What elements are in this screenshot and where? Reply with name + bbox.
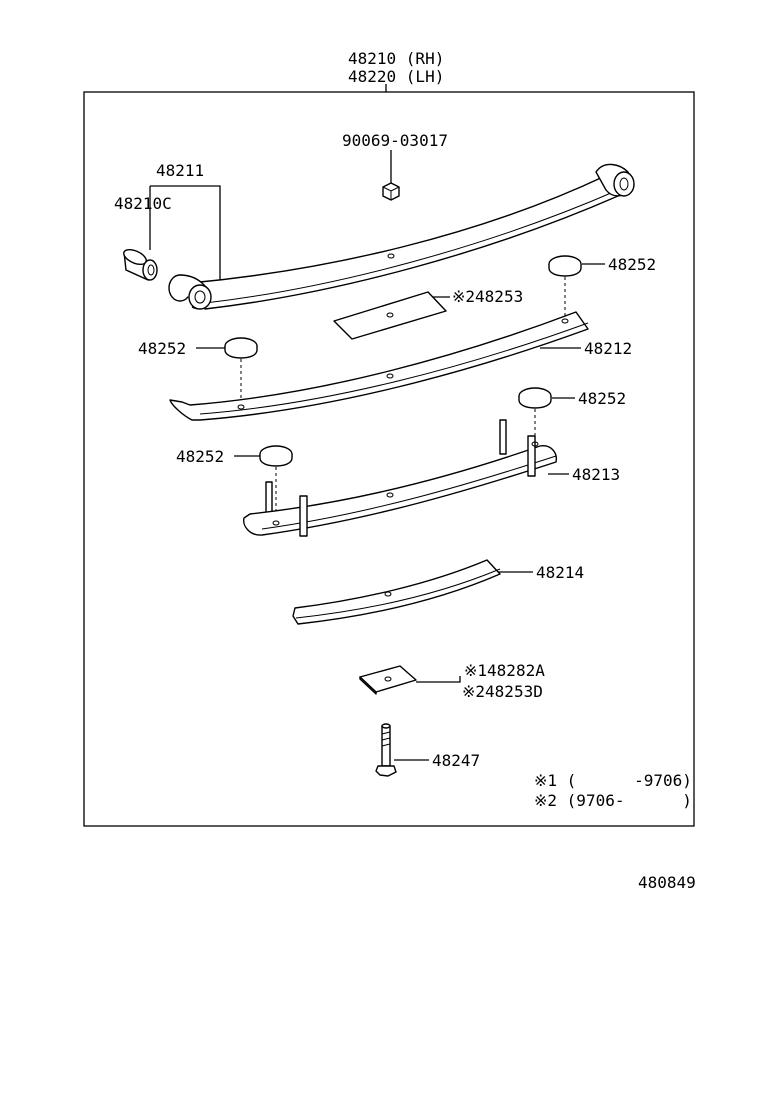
label-silencer-top-right[interactable]: 48252 (608, 255, 656, 274)
note-2: ※2 (9706- ) (534, 791, 692, 810)
figure-id: 480849 (638, 873, 696, 892)
silencer-leaf3-left-part (259, 445, 293, 467)
label-silencer-leaf2[interactable]: 48252 (138, 339, 186, 358)
leaf-no4-part (292, 559, 501, 625)
plate-148282a-part (359, 665, 417, 695)
assembly-frame (83, 91, 695, 827)
silencer-leaf2-part (224, 337, 258, 359)
label-nut[interactable]: 90069-03017 (342, 131, 448, 150)
bolt-part (375, 723, 397, 777)
silencer-leaf3-right-part (518, 387, 552, 409)
label-plate-148282a[interactable]: ※148282A (464, 661, 545, 680)
label-leaf-no1[interactable]: 48211 (156, 161, 204, 180)
label-silencer-leaf3-left[interactable]: 48252 (176, 447, 224, 466)
plate-248253-part (333, 291, 447, 340)
nut-part (382, 182, 400, 201)
assembly-part-rh[interactable]: 48210 (RH) (348, 49, 444, 68)
label-plate-248253[interactable]: ※248253 (452, 287, 523, 306)
leaf-no1-leader (150, 185, 221, 282)
assembly-part-lh[interactable]: 48220 (LH) (348, 67, 444, 86)
label-leaf-no4[interactable]: 48214 (536, 563, 584, 582)
note-1: ※1 ( -9706) (534, 771, 692, 790)
leaf-no1-part (168, 163, 635, 310)
silencer-top-right-part (548, 255, 582, 277)
label-silencer-leaf3-right[interactable]: 48252 (578, 389, 626, 408)
label-leaf-no2[interactable]: 48212 (584, 339, 632, 358)
bushing-part (123, 248, 158, 281)
label-plate-248253d[interactable]: ※248253D (462, 682, 543, 701)
label-bushing[interactable]: 48210C (114, 194, 172, 213)
label-leaf-no3[interactable]: 48213 (572, 465, 620, 484)
plate-148282a-leader (416, 676, 461, 683)
leaf-no3-part (243, 419, 557, 537)
leaf-no2-part (169, 311, 589, 421)
label-bolt[interactable]: 48247 (432, 751, 480, 770)
